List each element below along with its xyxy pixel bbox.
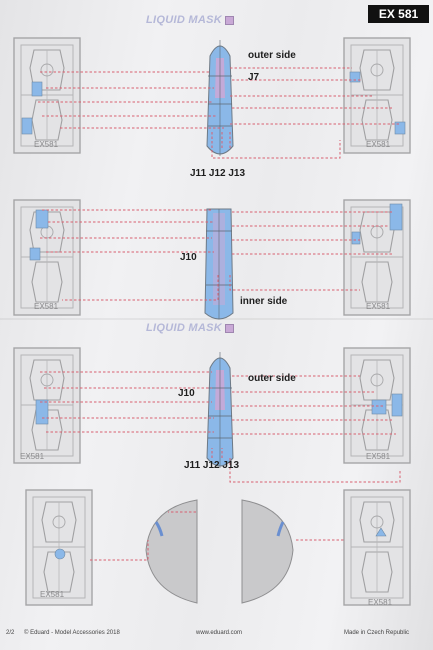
liquid-mask-heading-top: LIQUID MASK (146, 14, 235, 26)
liquid-mask-heading-mid: LIQUID MASK (146, 322, 235, 334)
leader-lines (38, 67, 401, 561)
fret-bottom-right (343, 489, 411, 606)
label-j10-lower: J10 (178, 388, 195, 399)
fret-code-ml: EX581 (34, 302, 59, 311)
canopy-half-right (241, 499, 294, 604)
canopy-mask-top (206, 39, 234, 157)
fret-top-left (13, 37, 81, 154)
label-j11-j12-j13-lower: J11 J12 J13 (184, 460, 240, 471)
product-code-badge: EX 581 (368, 5, 429, 23)
label-outer-side-top: outer side (248, 50, 296, 61)
liquid-mask-swatch-icon (225, 15, 235, 25)
copyright-text: © Eduard - Model Accessories 2018 (24, 630, 120, 636)
canopy-half-left (145, 499, 198, 604)
fret-code-ll: EX581 (20, 452, 45, 461)
fret-mask-spots (21, 71, 406, 560)
fret-code-br: EX581 (368, 598, 393, 607)
fret-code-mr: EX581 (366, 302, 391, 311)
page-number: 2/2 (6, 630, 15, 636)
fret-code-tr: EX581 (366, 140, 391, 149)
label-inner-side: inner side (240, 296, 288, 307)
label-outer-side-lower: outer side (248, 373, 296, 384)
label-j10-mid: J10 (180, 252, 197, 263)
fret-code-tl: EX581 (34, 140, 59, 149)
canopy-mask-lower (206, 351, 234, 469)
liquid-mask-swatch-icon (225, 323, 235, 333)
fret-bottom-left (25, 489, 93, 606)
fret-code-bl: EX581 (40, 590, 65, 599)
label-j7: J7 (248, 72, 260, 83)
label-j11-j12-j13-top: J11 J12 J13 (190, 168, 246, 179)
canopy-mask-mid (204, 208, 234, 320)
fret-code-lr: EX581 (366, 452, 391, 461)
origin-text: Made in Czech Republic (344, 630, 410, 636)
website-link[interactable]: www.eduard.com (196, 630, 243, 636)
